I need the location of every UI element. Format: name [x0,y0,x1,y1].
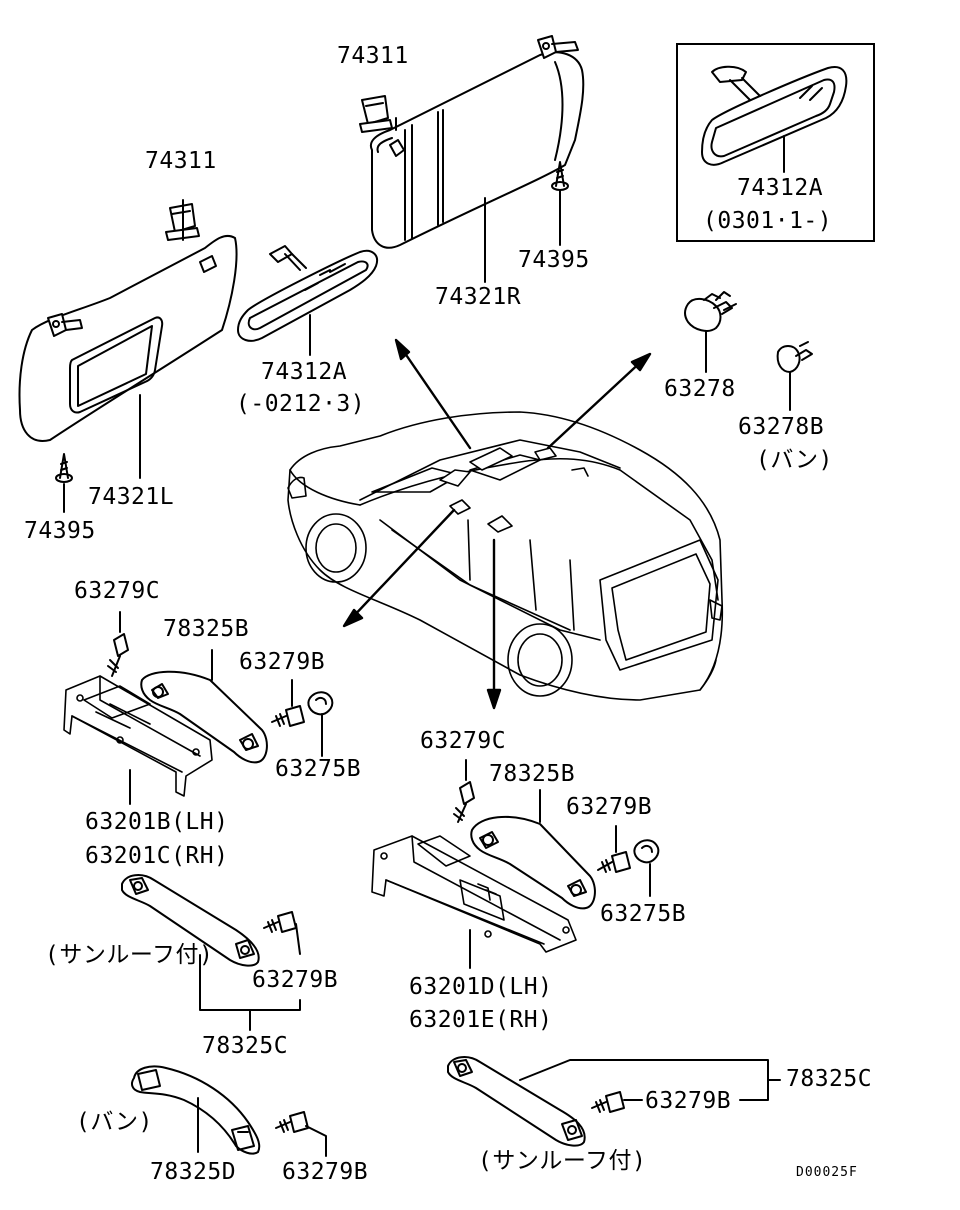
screw-left [55,453,73,483]
grab-handle-78325c-2 [447,1056,586,1147]
label-sunroof-note-1: (サンルーフ付) [45,942,214,968]
label-63279c-1: 63279C [74,578,161,604]
label-78325c-2: 78325C [786,1066,873,1092]
label-74312a-inset-date-range: (0301·1-) [703,208,833,234]
plug-63278b [776,341,813,373]
visor-hinge-right [537,35,579,59]
label-63275b-2: 63275B [600,901,687,927]
cap-63275b-2 [633,839,660,864]
label-78325d: 78325D [150,1159,237,1185]
label-78325b-1: 78325B [163,616,250,642]
mount-bracket-63201b [63,675,213,797]
label-63279b-1: 63279B [239,649,326,675]
grab-handle-78325c-1 [121,874,260,967]
label-74395-right: 74395 [518,247,590,273]
label-74312a: 74312A [261,359,348,385]
grab-handle-78325b-1 [140,670,268,764]
sun-visor-right [370,51,585,249]
label-74395-left: 74395 [24,518,96,544]
rearview-mirror-a [237,245,378,342]
grab-handle-78325d [131,1065,261,1155]
bolt-63279b-3 [263,911,297,933]
sun-visor-left [18,234,238,442]
bolt-63279b-1 [271,705,305,727]
label-63201e-rh: 63201E(RH) [409,1007,553,1033]
bolt-63279c-1 [107,633,129,677]
mount-bracket-63201d [371,835,577,953]
bolt-63279c-2 [453,781,475,823]
label-74312a-date-range: (-0212·3) [236,391,366,417]
label-63201c-rh: 63201C(RH) [85,843,229,869]
label-63279b-2: 63279B [566,794,653,820]
cap-63275b-1 [307,691,334,716]
grab-handle-78325b-2 [470,815,596,910]
bolt-63279b-5 [591,1091,625,1113]
station-wagon-outline [287,411,724,701]
label-74312a-inset: 74312A [737,175,824,201]
visor-clip-right [359,95,393,133]
label-74311-left: 74311 [145,148,217,174]
rearview-mirror-b [701,65,848,166]
label-van-note: (バン) [76,1109,153,1135]
visor-hinge-left [47,313,83,337]
label-63278: 63278 [664,376,736,402]
label-78325b-2: 78325B [489,761,576,787]
label-74321l: 74321L [88,484,175,510]
mirror-variant-box [676,43,875,242]
bolt-63279b-2 [597,851,631,873]
label-63278b: 63278B [738,414,825,440]
label-63278b-van-note: (バン) [756,447,833,473]
label-74311-right: 74311 [337,43,409,69]
label-63201d-lh: 63201D(LH) [409,974,553,1000]
bolt-63279b-4 [275,1111,309,1133]
label-63279c-2: 63279C [420,728,507,754]
leader-63279b-3 [295,923,301,955]
leader-63279b-4 [305,1125,327,1157]
label-63201b-lh: 63201B(LH) [85,809,229,835]
label-74321r: 74321R [435,284,522,310]
diagram-code: D00025F [796,1165,858,1180]
label-63279b-5: 63279B [645,1088,732,1114]
leader-78325c-2 [519,1059,769,1101]
arrows [342,338,652,710]
label-sunroof-note-2: (サンルーフ付) [478,1148,647,1174]
label-63275b-1: 63275B [275,756,362,782]
label-63279b-4: 63279B [282,1159,369,1185]
label-63279b-3: 63279B [252,967,339,993]
plug-63278 [684,291,737,332]
label-78325c-1: 78325C [202,1033,289,1059]
